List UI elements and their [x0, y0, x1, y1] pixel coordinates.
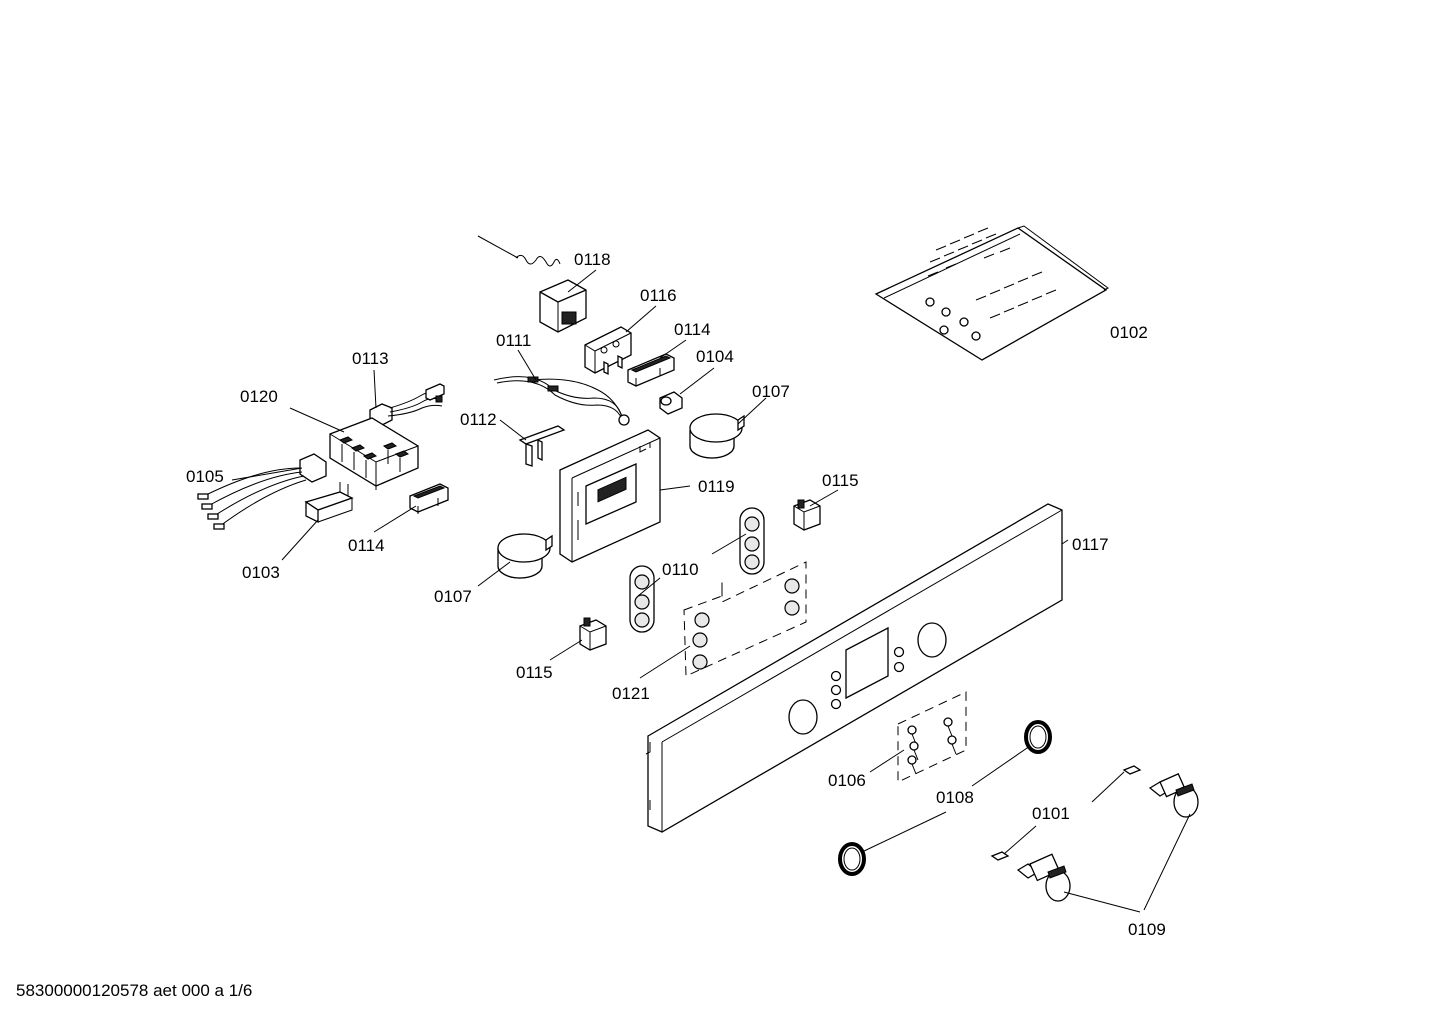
part-0121-button-set	[683, 561, 807, 677]
part-0101-clip-upper	[1122, 765, 1142, 775]
callout-0110: 0110	[662, 560, 699, 579]
part-0114-connector-upper	[627, 353, 675, 387]
callout-0115-upper: 0115	[822, 471, 859, 490]
part-0116-bracket	[584, 326, 632, 376]
part-0115-switch-upper	[793, 499, 821, 531]
part-0109-knob-upper	[1148, 773, 1199, 818]
callout-0111: 0111	[496, 331, 531, 350]
callout-0116: 0116	[640, 286, 677, 305]
part-0105-wire-harness	[197, 453, 327, 530]
part-0110-button-strip-right	[739, 507, 765, 575]
part-0108-ring-upper	[1024, 720, 1052, 754]
part-0113-wiring	[369, 383, 445, 427]
part-0111-cable	[493, 376, 630, 426]
callout-0115-lower: 0115	[516, 663, 553, 682]
part-0110-button-strip-left	[629, 565, 655, 633]
callout-0120: 0120	[240, 387, 278, 406]
part-0102-screw-bag	[874, 225, 1109, 361]
document-id-footer: 58300000120578 aet 000 a 1/6	[16, 981, 253, 1000]
callout-0121: 0121	[612, 684, 650, 703]
callout-0118: 0118	[574, 250, 611, 269]
part-0120-terminal-block	[329, 417, 419, 490]
callout-0119: 0119	[698, 477, 735, 496]
part-0106-screws	[897, 691, 967, 783]
callout-0113: 0113	[352, 349, 389, 368]
callout-0109: 0109	[1128, 920, 1166, 939]
callout-0106: 0106	[828, 771, 866, 790]
part-0107-knob-holder-upper	[689, 413, 745, 459]
part-0108-ring-lower	[838, 842, 866, 876]
callout-0104: 0104	[696, 347, 734, 366]
callout-0112: 0112	[460, 410, 497, 429]
leader-lines	[231, 269, 1191, 913]
part-0114-connector-lower	[409, 483, 449, 514]
part-0107-knob-holder-lower	[497, 533, 553, 579]
part-0115-switch-lower	[579, 617, 607, 651]
callout-0107-upper: 0107	[752, 382, 790, 401]
part-0104-lamp-holder	[659, 391, 683, 415]
part-0119-electronic-module	[559, 429, 661, 563]
callout-0105: 0105	[186, 467, 224, 486]
callout-0101: 0101	[1032, 804, 1070, 823]
callout-0114-lower: 0114	[348, 536, 385, 555]
callout-0102: 0102	[1110, 323, 1148, 342]
callout-0103: 0103	[242, 563, 280, 582]
bag-screws	[925, 227, 1057, 341]
callout-0117: 0117	[1072, 535, 1109, 554]
part-0103-clip	[304, 482, 354, 524]
part-0117-control-panel	[645, 503, 1063, 833]
callout-labels: 0118 0116 0114 0104 0111 0113 0120 0112 …	[186, 250, 1166, 939]
callout-0114-upper: 0114	[674, 320, 711, 339]
callout-0107-lower: 0107	[434, 587, 472, 606]
part-0109-knob-lower	[1016, 853, 1071, 902]
part-0112-bracket	[518, 425, 566, 467]
callout-0108: 0108	[936, 788, 974, 807]
part-0118-thermostat	[477, 235, 587, 333]
